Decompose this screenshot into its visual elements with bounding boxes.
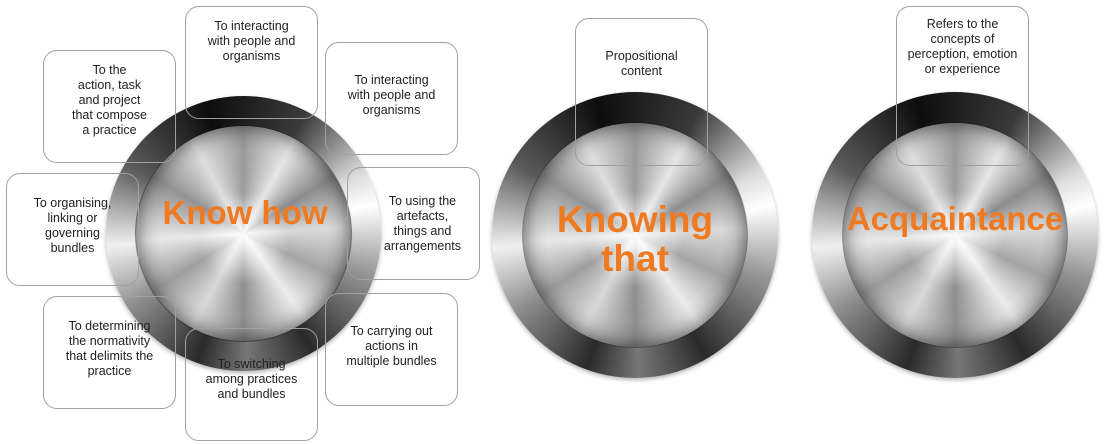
knowing-that-knob: [492, 92, 778, 378]
box-text: To organising, linking or governing bund…: [33, 196, 112, 255]
box-interacting-people-right: To interacting with people and organisms: [325, 42, 458, 155]
acquaintance-knob: [812, 92, 1098, 378]
box-organising-linking: To organising, linking or governing bund…: [6, 173, 139, 286]
box-switching-practices: To switching among practices and bundles: [185, 328, 318, 441]
box-determining-normativity: To determining the normativity that deli…: [43, 296, 176, 409]
box-text: Refers to the concepts of perception, em…: [907, 17, 1018, 76]
box-propositional-content: Propositional content: [575, 18, 708, 166]
box-interacting-people-top: To interacting with people and organisms: [185, 6, 318, 119]
box-carrying-out-actions: To carrying out actions in multiple bund…: [325, 293, 458, 406]
box-action-task-project: To the action, task and project that com…: [43, 50, 176, 163]
box-text: Propositional content: [605, 49, 678, 78]
box-using-artefacts: To using the artefacts, things and arran…: [347, 167, 480, 280]
acquaintance-label: Acquaintance: [846, 200, 1064, 237]
box-perception-emotion: Refers to the concepts of perception, em…: [896, 6, 1029, 166]
box-text: To determining the normativity that deli…: [65, 319, 154, 378]
acquaintance-knob-face: [843, 123, 1067, 347]
know-how-knob-face: [136, 126, 351, 341]
knowing-that-label: Knowing that: [556, 199, 714, 279]
box-text: To switching among practices and bundles: [205, 357, 298, 401]
box-text: To the action, task and project that com…: [71, 63, 148, 137]
box-text: To interacting with people and organisms: [207, 19, 296, 63]
know-how-label: Know how: [162, 194, 328, 231]
box-text: To carrying out actions in multiple bund…: [346, 324, 437, 368]
box-text: To using the artefacts, things and arran…: [383, 194, 461, 253]
knowing-that-knob-face: [523, 123, 747, 347]
box-text: To interacting with people and organisms: [347, 73, 436, 117]
